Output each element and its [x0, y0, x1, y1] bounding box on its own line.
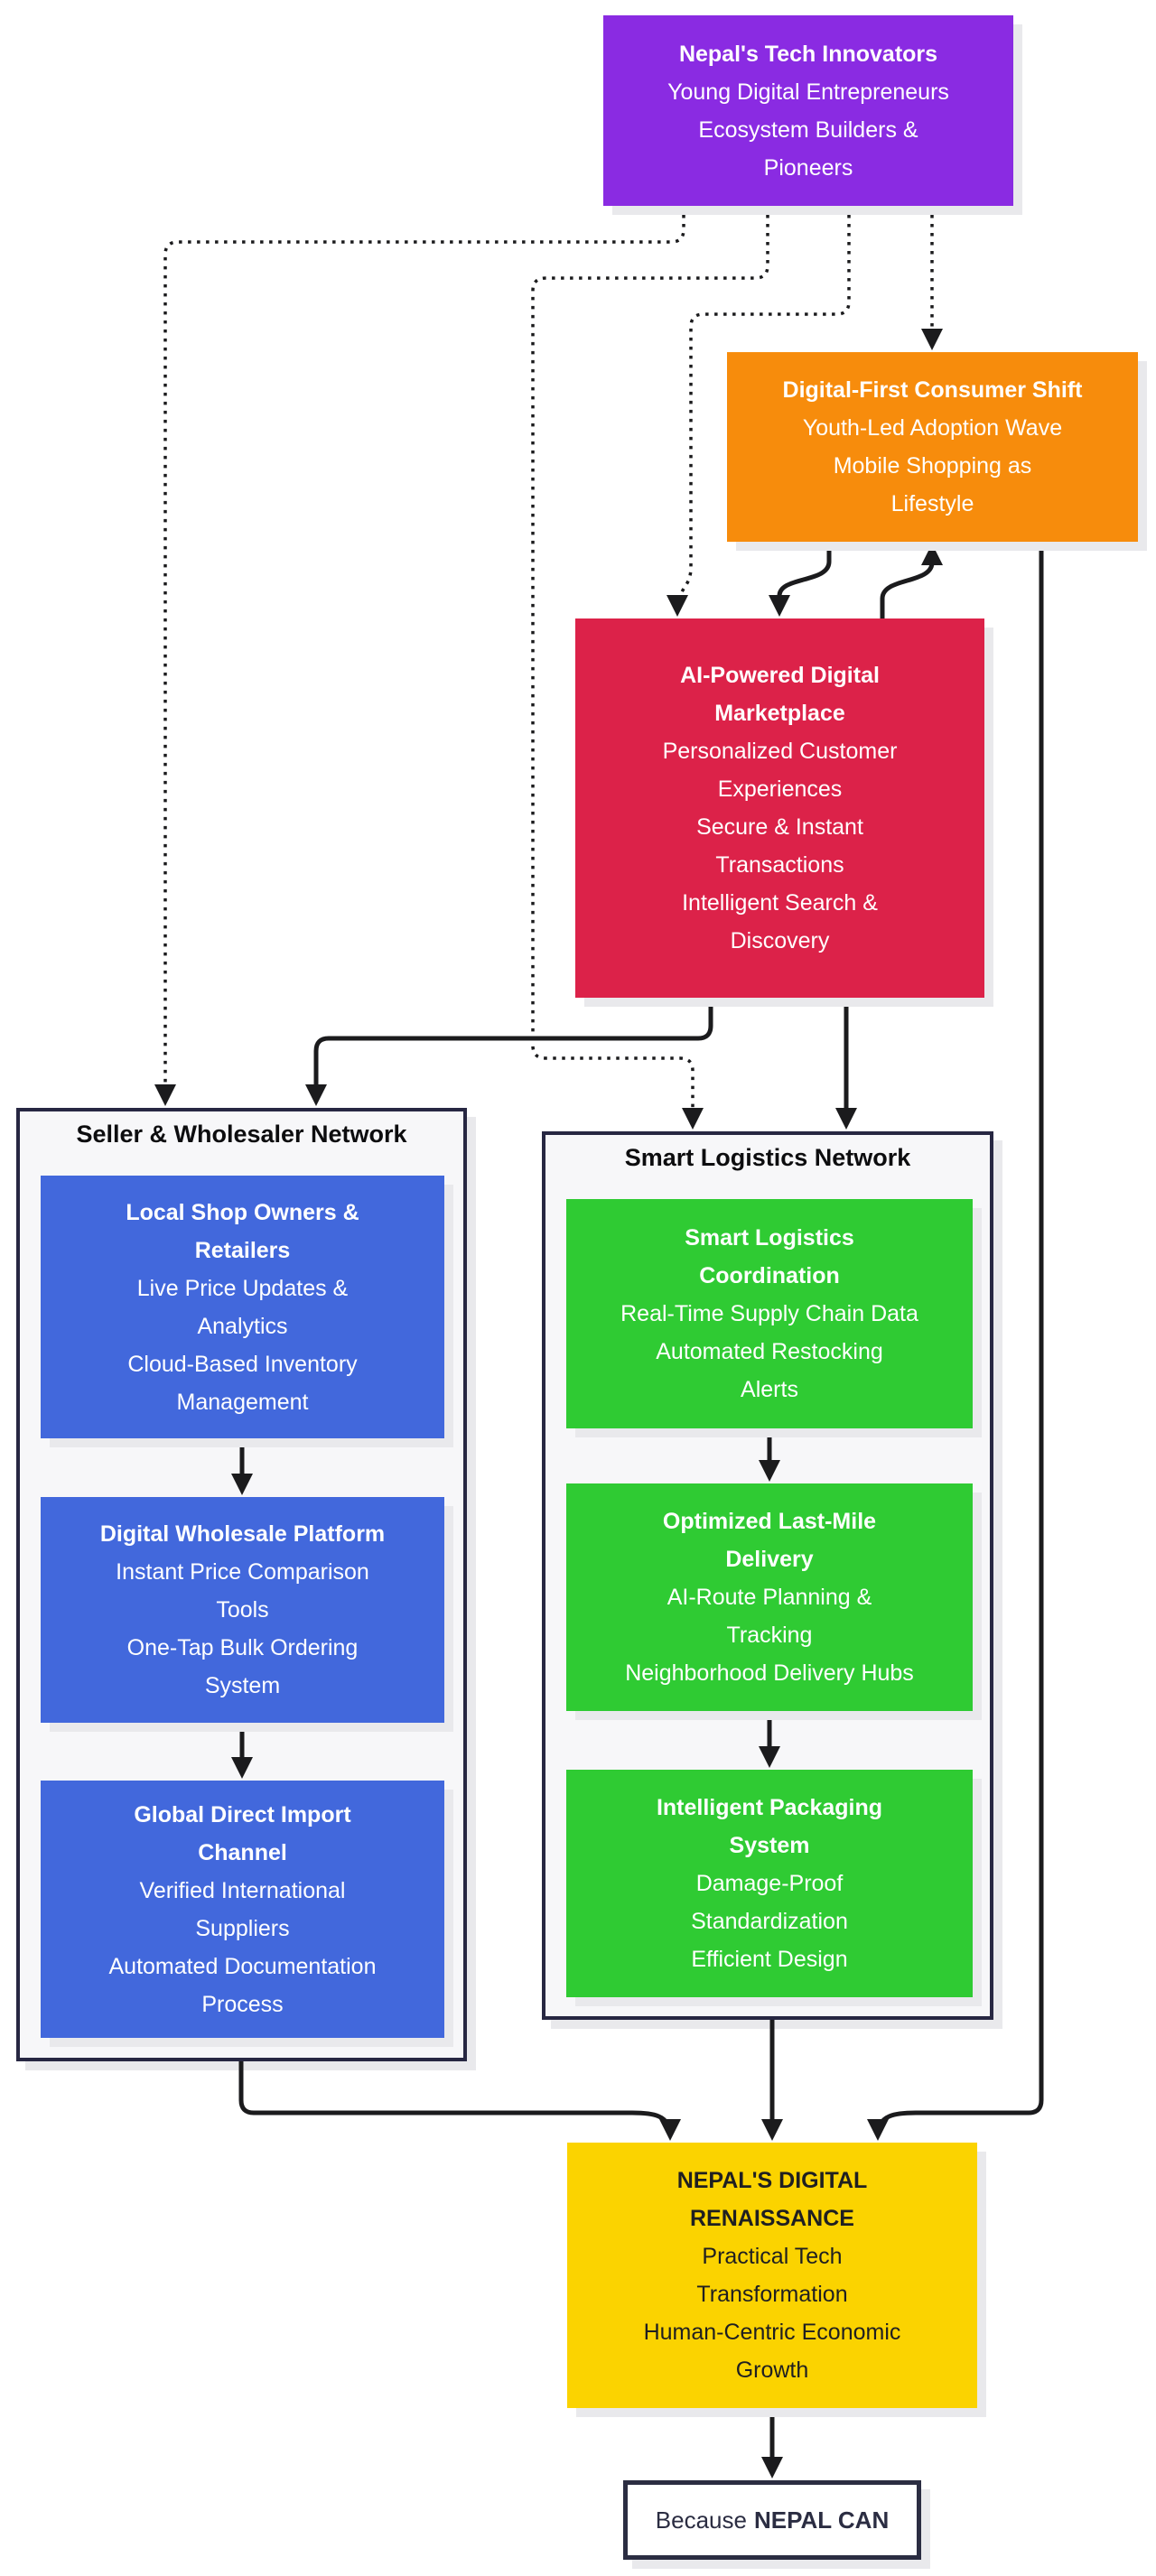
edge-seller-network-to-renaissance [238, 2061, 681, 2141]
because-bold: NEPAL CAN [753, 2506, 890, 2534]
edge-marketplace-to-seller-network [305, 998, 713, 1106]
node-wholesale-platform-title: Digital Wholesale Platform [99, 1521, 386, 1547]
node-innovators: Nepal's Tech Innovators Young Digital En… [603, 15, 1013, 206]
node-consumer-shift: Digital-First Consumer Shift Youth-Led A… [727, 352, 1138, 542]
node-consumer-shift-title: Digital-First Consumer Shift [782, 377, 1083, 403]
because-prefix: Because [655, 2506, 747, 2534]
cluster-logistics-label: Smart Logistics Network [624, 1144, 911, 1171]
cluster-seller-label: Seller & Wholesaler Network [76, 1121, 407, 1148]
node-innovators-title: Nepal's Tech Innovators [678, 41, 938, 67]
edge-consumer-shift-to-marketplace [769, 542, 832, 617]
node-local-shop: Local Shop Owners &Retailers Live Price … [41, 1176, 444, 1438]
node-local-shop-title: Local Shop Owners &Retailers [126, 1199, 359, 1263]
node-because-nepal-can: Because NEPAL CAN [623, 2480, 921, 2560]
node-wholesale-platform: Digital Wholesale Platform Instant Price… [41, 1497, 444, 1723]
edge-marketplace-to-consumer-shift [880, 544, 943, 618]
